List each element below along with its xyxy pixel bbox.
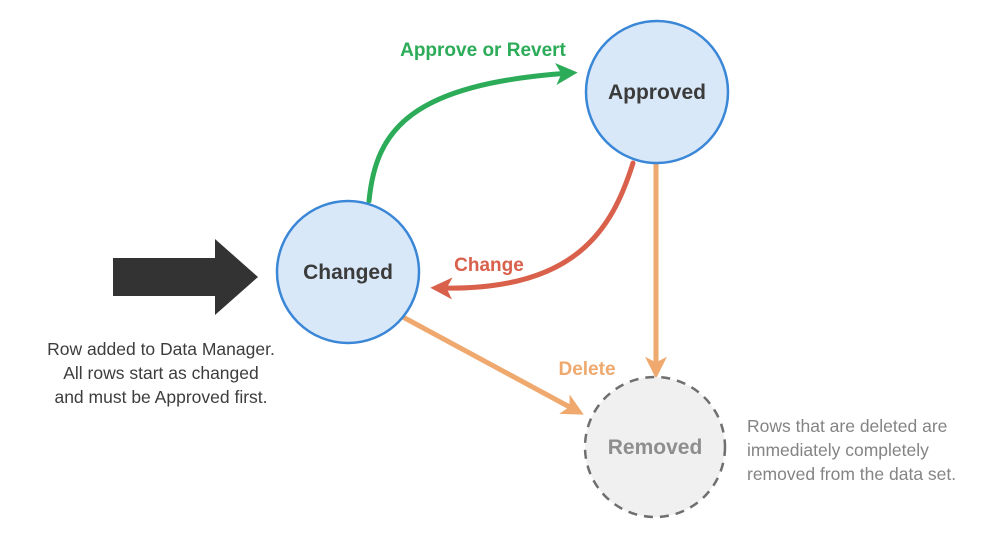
transition-delete-arrow <box>398 313 584 415</box>
state-changed-circle <box>275 199 421 345</box>
transition-approve-or-revert-label: Approve or Revert <box>400 40 566 61</box>
removed-caption: Rows that are deleted are immediately co… <box>747 416 957 484</box>
entry-arrow-icon <box>113 239 258 315</box>
state-approved-label: Approved <box>608 81 706 104</box>
transition-approve-or-revert-arrow <box>366 63 578 204</box>
transition-change-arrow <box>430 160 636 300</box>
state-removed-circle <box>583 375 727 519</box>
transition-delete-label: Delete <box>558 359 615 380</box>
state-approved-circle <box>584 19 730 165</box>
state-changed-label: Changed <box>303 261 393 284</box>
state-removed-label: Removed <box>608 436 703 459</box>
entry-caption: Row added to Data Manager. All rows star… <box>47 339 275 407</box>
transition-change-label: Change <box>454 255 524 276</box>
